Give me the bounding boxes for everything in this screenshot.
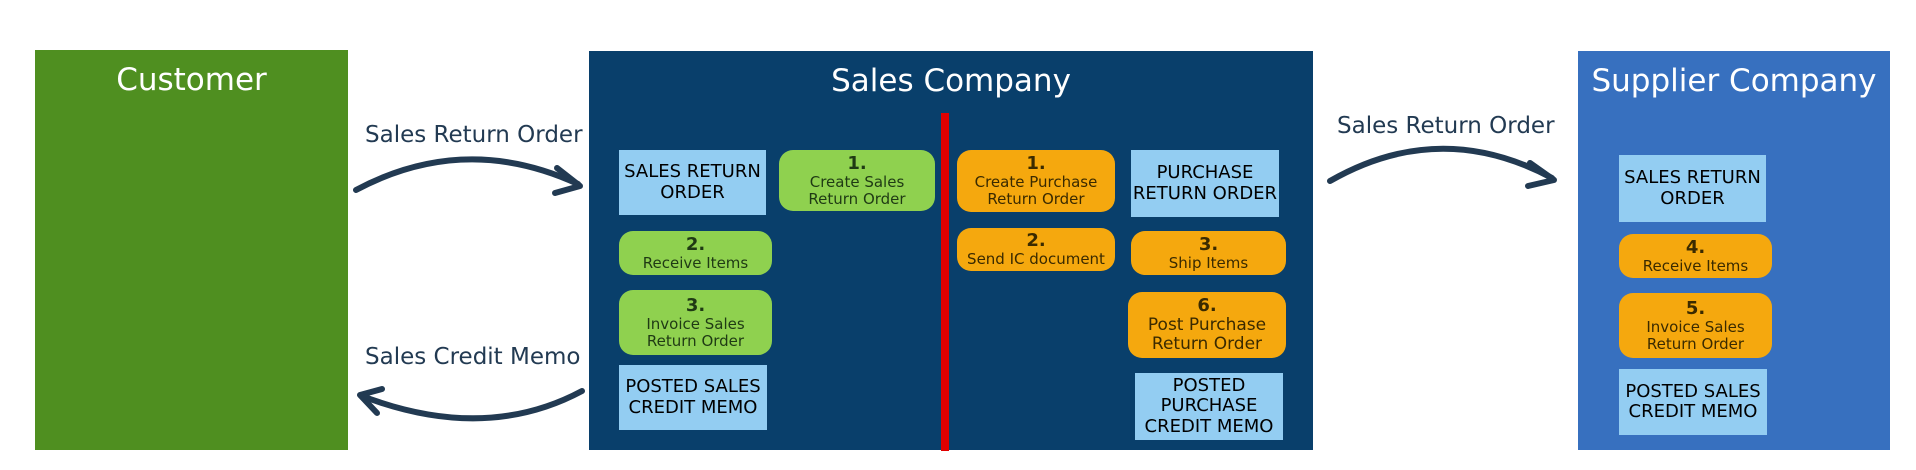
arrow-sales-to-supplier	[1327, 145, 1555, 184]
supplier-sales-return-order-doc: SALES RETURN ORDER	[1619, 155, 1766, 222]
purchase-return-order-doc: PURCHASE RETURN ORDER	[1131, 150, 1279, 217]
flow-label-sales-to-supplier: Sales Return Order	[1337, 113, 1555, 139]
step-send-ic-document: 2. Send IC document	[957, 228, 1115, 271]
posted-sales-credit-memo-doc: POSTED SALES CREDIT MEMO	[619, 365, 767, 430]
step-number: 1.	[847, 152, 867, 174]
step-label: Receive Items	[642, 253, 749, 272]
step-number: 6.	[1197, 294, 1217, 316]
step-post-purchase-return-order: 6. Post Purchase Return Order	[1128, 292, 1286, 358]
step-ship-items: 3. Ship Items	[1131, 231, 1286, 275]
step-number: 3.	[1198, 233, 1219, 255]
step-label: Post Purchase Return Order	[1147, 315, 1267, 355]
step-number: 4.	[1685, 236, 1706, 258]
flow-label-customer-to-sales: Sales Return Order	[365, 122, 583, 148]
arrow-sales-to-customer	[359, 388, 585, 422]
sales-return-order-doc: SALES RETURN ORDER	[619, 150, 766, 215]
step-number: 1.	[1026, 153, 1046, 175]
arrowhead-sales-to-customer	[357, 386, 385, 416]
step-invoice-sales-return-order: 3. Invoice Sales Return Order	[619, 290, 772, 355]
step-number: 2.	[685, 233, 706, 255]
flow-label-sales-to-customer: Sales Credit Memo	[365, 344, 581, 370]
customer-title: Customer	[116, 62, 267, 98]
arrowhead-sales-to-supplier	[1525, 160, 1557, 189]
step-label: Invoice Sales Return Order	[646, 314, 745, 350]
step-label: Create Purchase Return Order	[974, 173, 1098, 209]
step-label: Invoice Sales Return Order	[1646, 317, 1745, 353]
supplier-posted-sales-credit-memo-doc: POSTED SALES CREDIT MEMO	[1619, 369, 1767, 435]
step-supplier-invoice-sales-return-order: 5. Invoice Sales Return Order	[1619, 293, 1772, 358]
step-supplier-receive-items: 4. Receive Items	[1619, 234, 1772, 278]
step-number: 2.	[1026, 230, 1046, 252]
sales-company-divider	[941, 113, 949, 451]
step-receive-items: 2. Receive Items	[619, 231, 772, 275]
step-create-sales-return-order: 1. Create Sales Return Order	[779, 150, 935, 211]
arrow-customer-to-sales	[353, 156, 581, 193]
posted-purchase-credit-memo-doc: POSTED PURCHASE CREDIT MEMO	[1135, 373, 1283, 440]
step-number: 3.	[685, 294, 706, 316]
step-label: Ship Items	[1168, 253, 1249, 272]
step-create-purchase-return-order: 1. Create Purchase Return Order	[957, 150, 1115, 212]
step-label: Create Sales Return Order	[808, 172, 906, 208]
arrowhead-customer-to-sales	[552, 165, 583, 196]
step-number: 5.	[1685, 297, 1706, 319]
step-label: Receive Items	[1642, 256, 1749, 275]
supplier-company-title: Supplier Company	[1591, 63, 1877, 99]
customer-panel: Customer	[35, 50, 348, 450]
step-label: Send IC document	[967, 250, 1105, 269]
sales-company-title: Sales Company	[831, 63, 1071, 99]
